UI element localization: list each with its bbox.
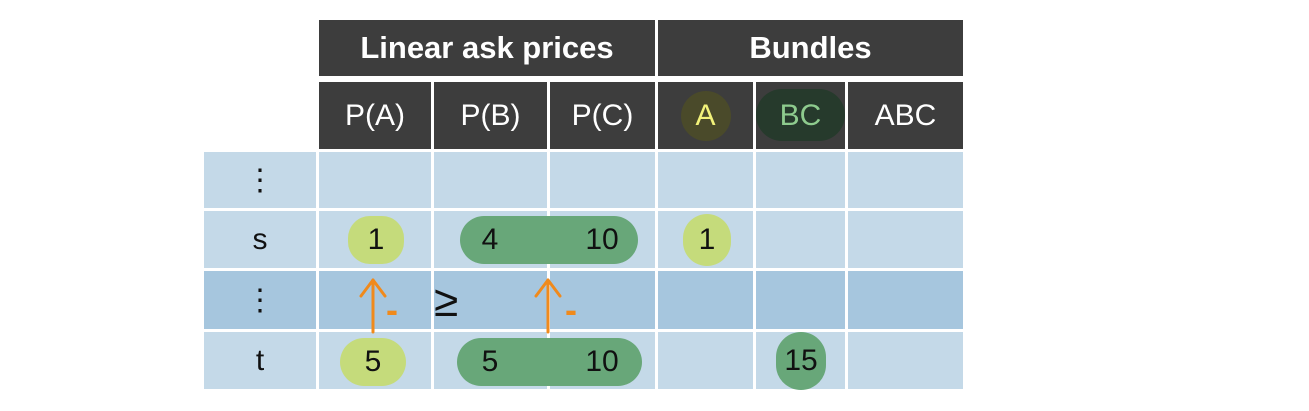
column-header-bc: BC	[756, 82, 845, 149]
column-header-abc: ABC	[848, 82, 963, 149]
table-cell	[848, 332, 963, 389]
table-cell	[550, 271, 655, 329]
column-header-a: A	[658, 82, 753, 149]
value-s-p-b: 4	[481, 223, 499, 256]
group-header-bundles: Bundles	[658, 20, 963, 76]
table-cell	[658, 271, 753, 329]
row-label: ⋮	[245, 163, 275, 197]
value-text: 15	[784, 344, 818, 377]
value-s-p-bc-pill: 4 10	[460, 216, 638, 264]
table-cell	[550, 152, 655, 208]
value-text: 1	[367, 223, 385, 256]
value-s-a: 1	[683, 214, 731, 266]
greater-or-equal-symbol: ≥	[434, 277, 459, 326]
row-label-s: s	[204, 211, 316, 268]
table-cell	[658, 332, 753, 389]
column-header-p-b: P(B)	[434, 82, 547, 149]
table-cell	[658, 152, 753, 208]
table-cell	[756, 211, 845, 268]
value-s-p-c: 10	[585, 223, 619, 256]
table-cell	[848, 271, 963, 329]
row-label-t: t	[204, 332, 316, 389]
minus-sign-left: -	[386, 289, 398, 330]
table-cell	[756, 152, 845, 208]
table-cell	[848, 211, 963, 268]
row-label-ellipsis-top: ⋮	[204, 152, 316, 208]
row-label-ellipsis-middle: ⋮	[204, 271, 316, 329]
value-t-p-c: 10	[585, 345, 619, 378]
bundle-bc-highlight	[756, 89, 845, 141]
bundle-a-highlight	[681, 91, 731, 141]
table-cell	[319, 152, 431, 208]
row-label: s	[252, 222, 268, 256]
value-text: 5	[364, 345, 382, 378]
up-arrow-right-icon	[534, 278, 562, 334]
value-text: 1	[698, 223, 716, 256]
column-header-p-a: P(A)	[319, 82, 431, 149]
value-t-p-b: 5	[481, 345, 499, 378]
table-cell	[756, 271, 845, 329]
bundle-a-label: A	[695, 98, 716, 132]
table-cell	[434, 152, 547, 208]
value-s-p-a: 1	[348, 216, 404, 264]
row-label: t	[255, 343, 265, 377]
value-t-p-a: 5	[340, 338, 406, 386]
bundle-bc-label: BC	[779, 98, 822, 132]
table-cell	[848, 152, 963, 208]
row-label: ⋮	[245, 283, 275, 317]
minus-sign-right: -	[565, 289, 577, 330]
group-header-linear-ask-prices: Linear ask prices	[319, 20, 655, 76]
up-arrow-left-icon	[359, 278, 387, 334]
table-cell	[434, 271, 547, 329]
value-t-bc: 15	[776, 332, 826, 390]
column-header-p-c: P(C)	[550, 82, 655, 149]
value-t-p-bc-pill: 5 10	[457, 338, 642, 386]
